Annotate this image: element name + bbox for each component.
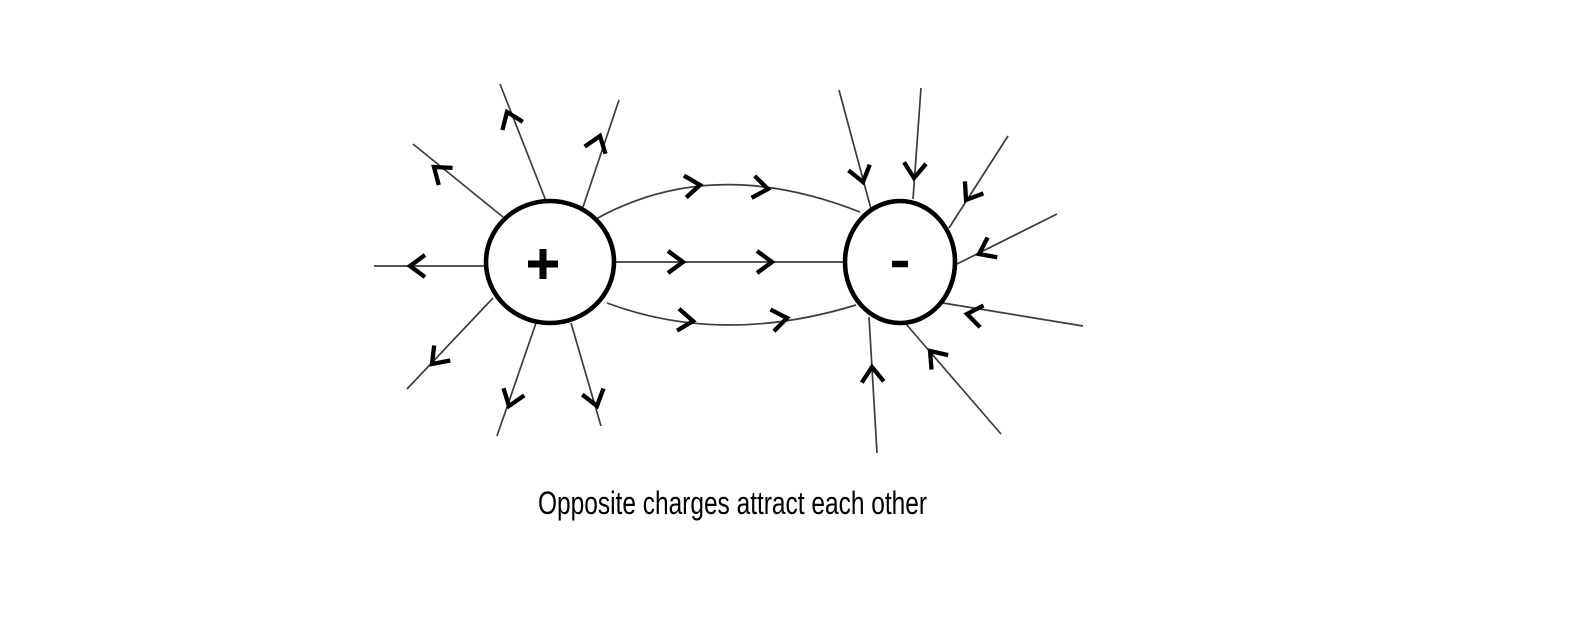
arrow-neg-right-upper [975, 236, 998, 260]
arrow-bottom-curve-2 [769, 307, 791, 333]
diagram-caption: Opposite charges attract each other [538, 485, 927, 521]
field-lines-layer [374, 83, 1084, 454]
arrow-bottom-curve-1 [675, 307, 697, 333]
pos-upper-left-diagonal [412, 143, 504, 218]
neg-bottom-line [868, 316, 878, 454]
arrow-center-line-1 [666, 249, 687, 275]
arrow-pos-top-left [500, 108, 524, 131]
arrow-pos-top-right [583, 132, 608, 155]
pos-top-left-line [499, 83, 547, 202]
arrow-pos-upper-left [431, 164, 453, 186]
neg-right-lower-line [942, 302, 1084, 327]
arrow-center-line-2 [755, 249, 776, 275]
pos-bottom-right-line [570, 322, 602, 427]
neg-right-upper-diagonal [956, 213, 1058, 265]
neg-top-right-diagonal [948, 135, 1009, 229]
pos-bottom-left-line [496, 322, 537, 437]
arrow-pos-lower-left [429, 345, 451, 367]
positive-charge [483, 198, 617, 326]
arrow-pos-left [406, 253, 427, 279]
arrow-pos-bottom-right [580, 387, 606, 410]
arrow-neg-right-lower [963, 303, 985, 329]
pos-lower-left-diagonal [406, 297, 494, 390]
arrow-neg-bottom-right [927, 348, 949, 370]
neg-top-left-line [838, 89, 872, 210]
arrow-pos-bottom-left [501, 387, 526, 410]
arrowheads-layer [406, 108, 998, 410]
arrow-neg-top-right [962, 181, 985, 204]
arrow-top-curve-2 [750, 174, 772, 200]
negative-charge [842, 198, 958, 326]
arrow-neg-top [902, 161, 928, 182]
arrow-neg-bottom [860, 363, 886, 384]
top-connecting-curve [595, 183, 861, 220]
charges-layer [483, 198, 958, 326]
arrow-top-curve-1 [682, 173, 704, 200]
pos-top-right-line [582, 99, 620, 208]
neg-bottom-right-diagonal [905, 323, 1002, 435]
neg-top-line [912, 87, 922, 200]
bottom-connecting-curve [606, 302, 857, 326]
arrow-neg-top-left [847, 163, 872, 186]
